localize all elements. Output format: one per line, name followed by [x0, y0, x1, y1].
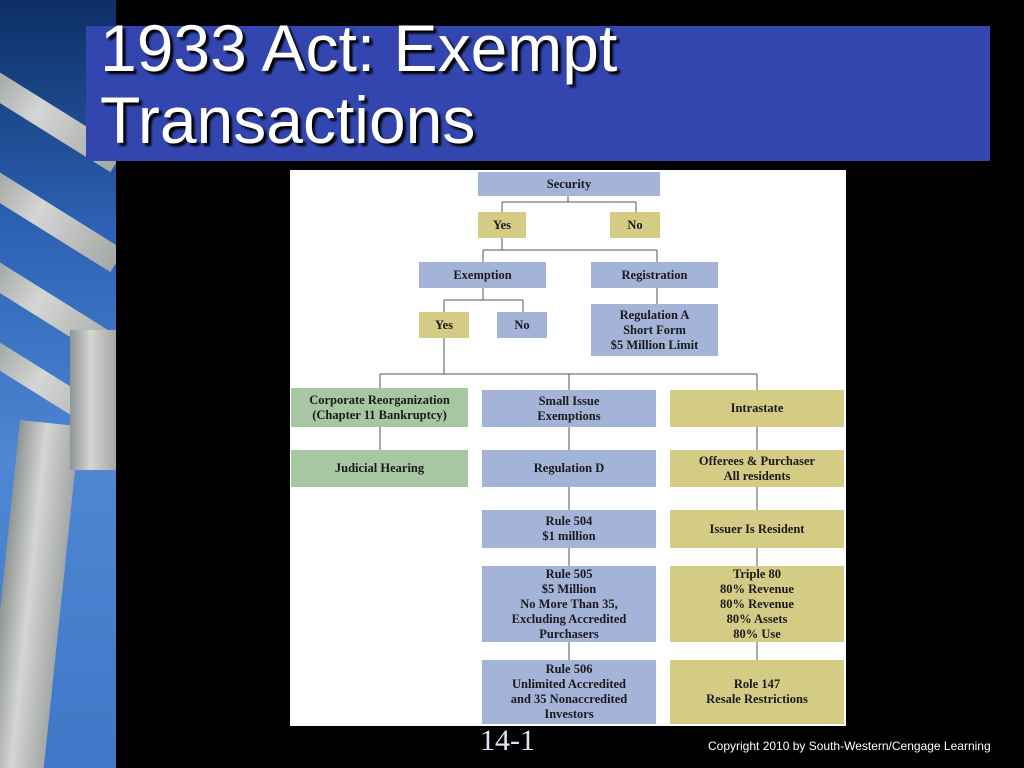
slide-title-line-2: Transactions [100, 83, 476, 157]
node-security-no: No [610, 212, 660, 238]
slide-number: 14-1 [480, 724, 535, 757]
node-triple-80: Triple 80 80% Revenue 80% Revenue 80% As… [670, 566, 844, 642]
concrete-beam [0, 160, 116, 273]
node-security: Security [478, 172, 660, 196]
node-rule-504: Rule 504 $1 million [482, 510, 656, 548]
node-exemption-no: No [497, 312, 547, 338]
node-small-issue-exemptions: Small Issue Exemptions [482, 390, 656, 427]
node-exemption: Exemption [419, 262, 546, 288]
node-issuer-resident: Issuer Is Resident [670, 510, 844, 548]
node-offerees-purchaser: Offerees & Purchaser All residents [670, 450, 844, 487]
node-registration: Registration [591, 262, 718, 288]
node-security-yes: Yes [478, 212, 526, 238]
slide-title: 1933 Act: Exempt Transactions [100, 12, 800, 156]
title-bar [86, 26, 990, 161]
node-intrastate: Intrastate [670, 390, 844, 427]
node-regulation-a: Regulation A Short Form $5 Million Limit [591, 304, 718, 356]
node-regulation-d: Regulation D [482, 450, 656, 487]
node-rule-506: Rule 506 Unlimited Accredited and 35 Non… [482, 660, 656, 724]
node-judicial-hearing: Judicial Hearing [291, 450, 468, 487]
node-rule-505: Rule 505 $5 Million No More Than 35, Exc… [482, 566, 656, 642]
concrete-column [70, 330, 116, 470]
slide-title-line-1: 1933 Act: Exempt [100, 11, 618, 85]
node-role-147: Role 147 Resale Restrictions [670, 660, 844, 724]
node-exemption-yes: Yes [419, 312, 469, 338]
copyright-notice: Copyright 2010 by South-Western/Cengage … [708, 739, 991, 753]
flowchart-connectors [379, 196, 758, 660]
flowchart: Security Yes No Exemption Registration Y… [290, 170, 846, 726]
concrete-column [0, 420, 80, 768]
node-corporate-reorganization: Corporate Reorganization (Chapter 11 Ban… [291, 388, 468, 427]
